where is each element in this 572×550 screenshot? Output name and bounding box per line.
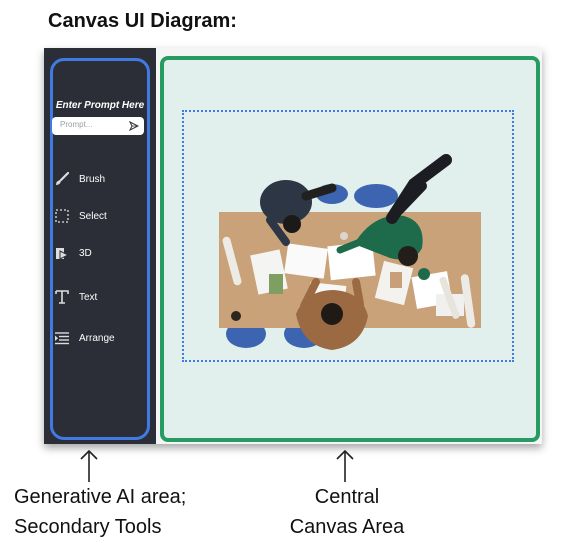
annotation-central-canvas: Central Canvas Area bbox=[262, 482, 432, 542]
send-icon[interactable] bbox=[129, 121, 139, 131]
text-icon bbox=[55, 290, 69, 304]
prompt-input[interactable]: Prompt... bbox=[60, 120, 93, 129]
tool-label: Select bbox=[79, 210, 107, 222]
annotation-generative-ai-area: Generative AI area; Secondary Tools bbox=[14, 482, 186, 542]
arrow-up-icon bbox=[336, 449, 354, 482]
tool-arrange[interactable]: Arrange bbox=[54, 329, 144, 347]
sidebar: Enter Prompt Here Prompt... Brush Select bbox=[44, 48, 156, 444]
tool-brush[interactable]: Brush bbox=[54, 170, 144, 188]
meeting-photo bbox=[219, 154, 481, 350]
tool-label: 3D bbox=[79, 247, 92, 259]
annotation-line: Central bbox=[314, 486, 380, 508]
tool-select[interactable]: Select bbox=[54, 207, 144, 225]
tool-text[interactable]: Text bbox=[54, 288, 144, 306]
arrange-icon bbox=[55, 332, 69, 345]
selection-box[interactable] bbox=[182, 110, 514, 362]
annotation-line: Generative AI area; bbox=[14, 486, 187, 508]
tool-3d[interactable]: 3D bbox=[54, 244, 144, 262]
central-canvas-area[interactable] bbox=[160, 56, 540, 442]
diagram-title: Canvas UI Diagram: bbox=[48, 10, 237, 32]
prompt-box[interactable]: Prompt... bbox=[52, 117, 144, 135]
arrow-up-icon bbox=[80, 449, 98, 482]
prompt-label: Enter Prompt Here bbox=[55, 100, 145, 111]
app-mockup: Enter Prompt Here Prompt... Brush Select bbox=[44, 48, 542, 444]
select-icon bbox=[55, 209, 69, 223]
tool-label: Brush bbox=[79, 173, 106, 185]
tool-label: Arrange bbox=[79, 332, 115, 344]
tool-label: Text bbox=[79, 291, 98, 303]
brush-icon bbox=[56, 171, 70, 185]
annotation-line: Canvas Area bbox=[289, 516, 405, 538]
generative-ai-area-outline bbox=[50, 58, 150, 440]
3d-icon bbox=[56, 248, 70, 260]
annotation-line: Secondary Tools bbox=[14, 516, 162, 538]
